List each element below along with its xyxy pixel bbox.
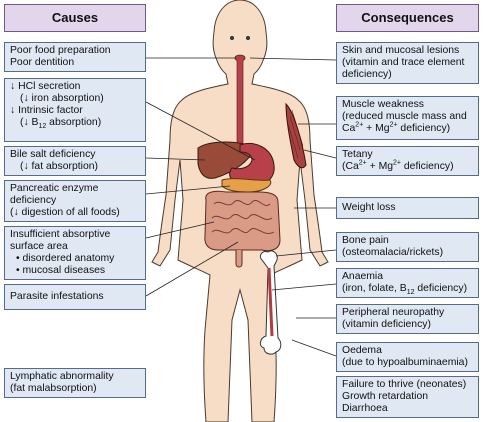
line-anaemia (271, 283, 337, 291)
cause-food-preparation: Poor food preparation Poor dentition (4, 42, 146, 72)
small-intestine (211, 200, 275, 234)
consequence-anaemia: Anaemia (iron, folate, B12 deficiency) (336, 268, 479, 298)
cause-bile-salt: Bile salt deficiency (↓ fat absorption) (4, 146, 146, 176)
consequence-skin-lesions: Skin and mucosal lesions (vitamin and tr… (336, 42, 479, 84)
cause-absorptive-surface: Insufficient absorptive surface area • d… (4, 226, 146, 280)
causes-header: Causes (4, 4, 146, 32)
line-hcl (145, 101, 256, 161)
left-eye (230, 36, 234, 40)
right-eye (246, 36, 250, 40)
line-bone (275, 249, 337, 257)
line-skin (249, 57, 337, 61)
bone-marrow (267, 267, 274, 337)
cause-lymphatic: Lymphatic abnormality (fat malabsorption… (4, 368, 146, 398)
consequences-header: Consequences (336, 4, 479, 32)
line-tetany (303, 149, 337, 159)
line-oedema (291, 339, 337, 357)
consequence-weight-loss: Weight loss (336, 197, 479, 219)
pancreas (221, 178, 272, 193)
line-pancreatic (145, 185, 231, 195)
consequence-oedema: Oedema (due to hypoalbuminaemia) (336, 342, 479, 372)
line-surface (145, 221, 215, 239)
arm-muscle-striations (287, 109, 304, 159)
consequence-muscle-weakness: Muscle weakness (reduced muscle mass and… (336, 96, 479, 140)
large-intestine (204, 190, 281, 252)
oesophagus-outline (236, 60, 244, 145)
consequence-failure-to-thrive: Failure to thrive (neonates) Growth reta… (336, 376, 479, 418)
consequence-peripheral-neuropathy: Peripheral neuropathy (vitamin deficienc… (336, 304, 479, 334)
consequence-tetany: Tetany (Ca2+ + Mg2+ deficiency) (336, 146, 479, 176)
cause-pancreatic-enzyme: Pancreatic enzyme deficiency (↓ digestio… (4, 180, 146, 222)
cause-parasite: Parasite infestations (4, 284, 146, 310)
rectum (235, 250, 243, 268)
cause-hcl-intrinsic-factor: ↓ HCl secretion (↓ iron absorption) ↓ In… (4, 78, 146, 142)
stomach (229, 143, 275, 187)
consequence-bone-pain: Bone pain (osteomalacia/rickets) (336, 232, 479, 262)
line-parasite (145, 241, 239, 297)
line-bile (145, 157, 206, 161)
